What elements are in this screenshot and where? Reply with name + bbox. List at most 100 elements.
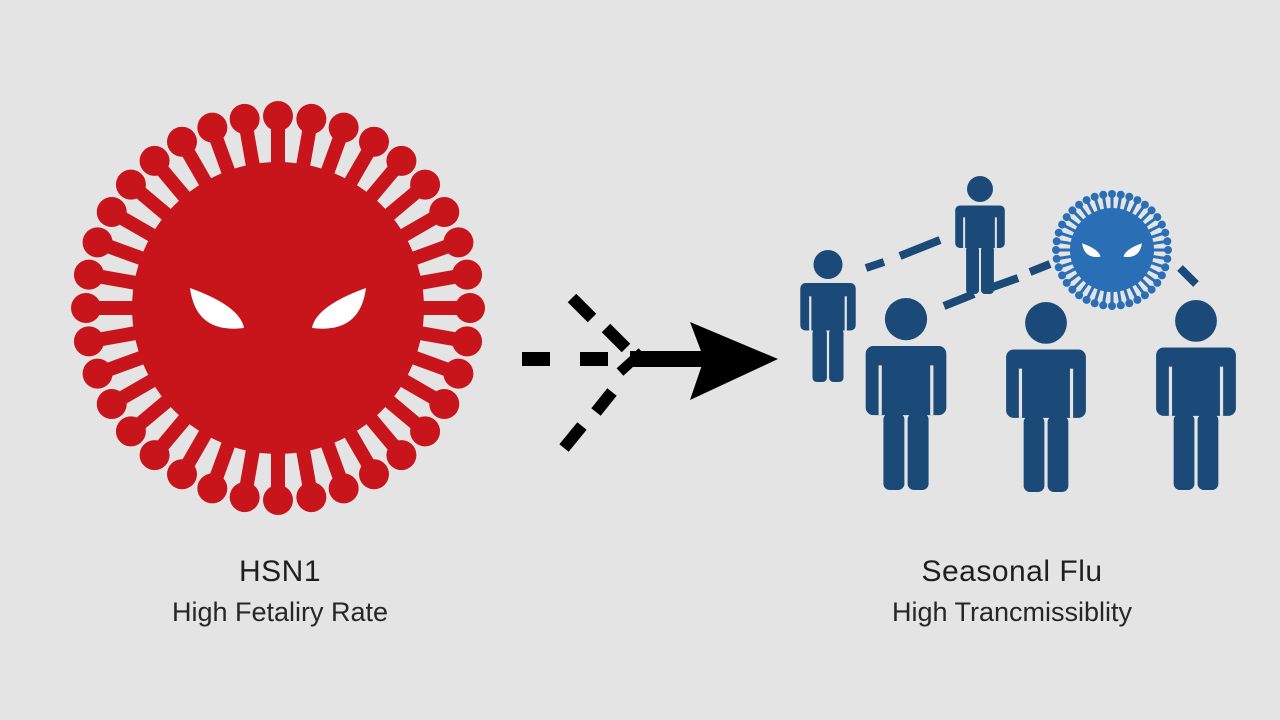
arrow-dash: [601, 323, 631, 353]
arrow-dash: [522, 352, 550, 366]
virus-spike-tip: [1062, 213, 1071, 222]
person-leg: [966, 245, 980, 294]
virus-spike-tip: [1163, 254, 1172, 263]
virus-spike-tip: [328, 112, 359, 143]
person-torso: [955, 205, 1005, 248]
virus-spike-tip: [96, 197, 127, 227]
person-arm-gap: [994, 217, 997, 248]
arrow-dash: [591, 388, 617, 416]
arrow-dash: [559, 422, 587, 452]
person-head: [1175, 300, 1217, 342]
person-leg: [1047, 415, 1069, 492]
virus-spike-tip: [1082, 196, 1091, 205]
person-arm-gap: [844, 296, 847, 331]
virus-spike-tip: [1054, 263, 1063, 272]
virus-spike-tip: [197, 112, 228, 143]
arrow-dash: [580, 352, 608, 366]
person-arm-gap: [1018, 368, 1023, 418]
virus-spike-tip: [296, 103, 327, 134]
transmission-dash: [898, 236, 942, 260]
virus-spike-tip: [1157, 271, 1166, 280]
virus-spike-tip: [410, 416, 441, 447]
dashed-arrow-icon: [522, 293, 778, 452]
virus-spike-tip: [139, 145, 170, 176]
transmission-dash: [1028, 260, 1052, 276]
person-leg: [907, 413, 929, 490]
virus-spike-tip: [386, 440, 417, 471]
virus-spike-tip: [1068, 206, 1077, 215]
virus-spike-tip: [1062, 278, 1071, 287]
virus-spike-tip: [429, 389, 460, 419]
person-leg: [812, 328, 827, 382]
virus-spike-tip: [1068, 285, 1077, 294]
virus-body: [132, 162, 424, 454]
person-leg: [1197, 413, 1219, 490]
virus-spike-tip: [1108, 190, 1116, 198]
virus-eye-left: [190, 288, 244, 329]
virus-spike-tip: [1052, 237, 1061, 246]
virus-spike-tip: [263, 101, 293, 131]
people-group: [800, 176, 1236, 492]
virus-spike-tip: [443, 358, 474, 389]
seasonal-flu-title: Seasonal Flu: [921, 555, 1103, 588]
virus-spike-tip: [443, 227, 474, 258]
arrow-dash: [616, 348, 646, 376]
virus-spike-tip: [73, 259, 104, 290]
person-leg: [1173, 413, 1195, 490]
virus-spike-tip: [82, 358, 113, 389]
virus-spike-tip: [73, 326, 104, 357]
virus-spike-tip: [1099, 190, 1108, 199]
virus-spike-tip: [359, 126, 389, 157]
virus-spike-tip: [1075, 291, 1084, 300]
person-head: [813, 249, 843, 280]
virus-spike-tip: [429, 197, 460, 227]
person-icon: [865, 298, 947, 490]
virus-eye-left: [1082, 243, 1101, 258]
virus-spike-tip: [1090, 192, 1099, 201]
virus-spike-tip: [1147, 285, 1156, 294]
virus-spike-tip: [197, 473, 228, 504]
person-arm-gap: [1219, 366, 1224, 416]
virus-spike-tip: [1090, 299, 1099, 308]
virus-spike-tip: [139, 440, 170, 471]
small-angry-virus-icon: [1052, 190, 1172, 310]
h5n1-subtitle: High Fetaliry Rate: [171, 597, 389, 627]
virus-spike-tip: [1108, 302, 1116, 310]
person-leg: [980, 245, 994, 294]
person-icon: [800, 249, 856, 382]
virus-spike-tip: [1140, 200, 1149, 209]
person-head: [1025, 302, 1067, 344]
virus-spike-tip: [386, 145, 417, 176]
virus-spike-tip: [71, 293, 101, 323]
person-leg: [1023, 415, 1045, 492]
virus-spike-tip: [1116, 190, 1125, 199]
person-leg: [883, 413, 905, 490]
virus-spike-tip: [1054, 228, 1063, 237]
person-torso: [800, 283, 856, 331]
person-torso: [865, 346, 947, 416]
virus-spike-tip: [1058, 271, 1067, 280]
virus-spike-tip: [1153, 213, 1162, 222]
person-leg: [829, 328, 844, 382]
virus-spike-tip: [1147, 206, 1156, 215]
virus-spike-tip: [1058, 220, 1067, 229]
virus-eye-right: [1123, 243, 1142, 258]
virus-spike-tip: [452, 326, 483, 357]
virus-spike-tip: [167, 459, 197, 490]
virus-spike-tip: [1163, 237, 1172, 246]
transmission-dash: [1177, 265, 1199, 287]
virus-eye-right: [312, 288, 366, 329]
angry-virus-icon: [71, 101, 485, 515]
transmission-lines: [864, 236, 1199, 310]
virus-spike-tip: [1161, 228, 1170, 237]
virus-spike-tip: [229, 482, 260, 513]
virus-spike-tip: [1075, 200, 1084, 209]
person-arm-gap: [963, 217, 966, 248]
person-head: [884, 298, 928, 341]
person-torso: [1006, 349, 1086, 418]
virus-spike-tip: [1116, 301, 1125, 310]
virus-spike-tip: [1157, 220, 1166, 229]
virus-spike-tip: [1125, 192, 1134, 201]
virus-spike-tip: [455, 293, 485, 323]
virus-spike-tip: [96, 389, 127, 419]
